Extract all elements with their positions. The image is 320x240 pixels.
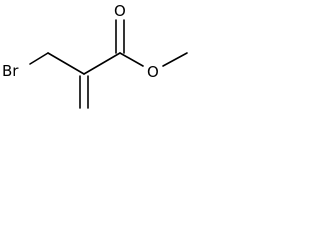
bond-calpha-ccarbonyl: [83, 52, 121, 75]
bond-oester-methyl: [162, 52, 188, 67]
chemical-structure-diagram: Br O O: [2, 2, 188, 109]
bond-ccarbonyl-oester: [119, 52, 144, 67]
bromine-atom-label: Br: [2, 62, 19, 80]
bond-br-ch2: [29, 52, 49, 65]
bond-ch2-calpha: [47, 52, 85, 75]
carbonyl-oxygen-label: O: [114, 2, 126, 20]
ester-oxygen-label: O: [147, 63, 159, 81]
